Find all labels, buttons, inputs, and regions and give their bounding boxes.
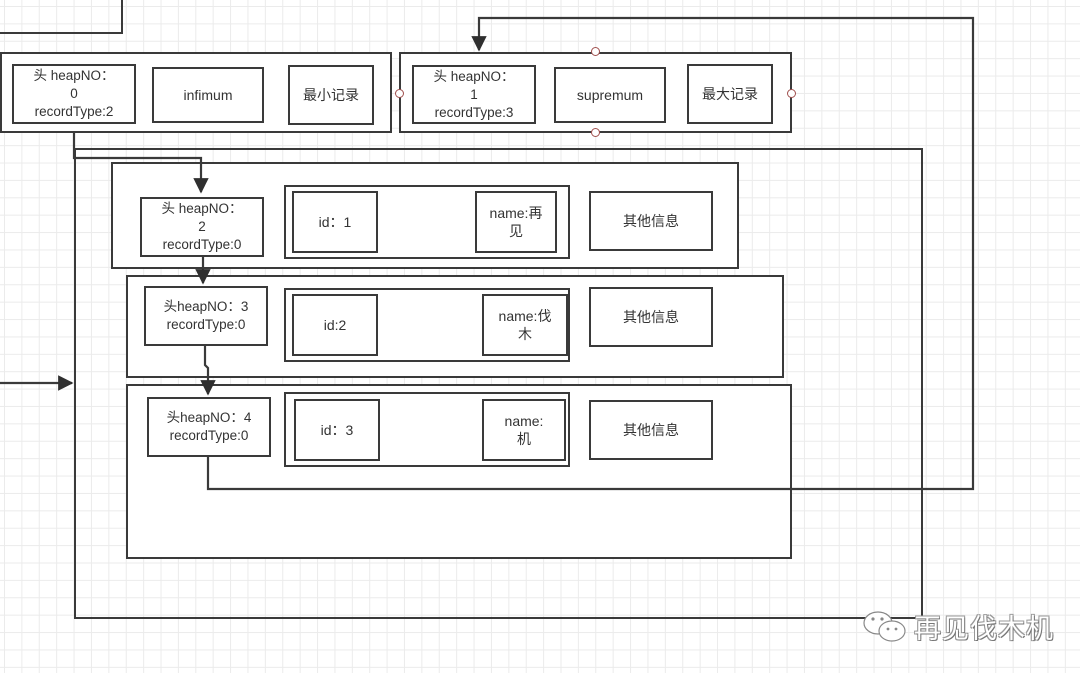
- record-3-other: 其他信息: [589, 400, 713, 460]
- supremum-desc: 最大记录: [687, 64, 773, 124]
- record-1-fields: id：1 name:再 见: [284, 185, 570, 259]
- record-2-fields: id:2 name:伐 木: [284, 288, 570, 362]
- infimum-name: infimum: [152, 67, 264, 123]
- record-3-header: 头heapNO：4 recordType:0: [147, 397, 271, 457]
- infimum-desc: 最小记录: [288, 65, 374, 125]
- resize-handle-bottom[interactable]: [591, 128, 600, 137]
- resize-handle-top[interactable]: [591, 47, 600, 56]
- record-1-other: 其他信息: [589, 191, 713, 251]
- record-3-id: id：3: [294, 399, 380, 461]
- record-2-id: id:2: [292, 294, 378, 356]
- record-3-fields: id：3 name: 机: [284, 392, 570, 467]
- supremum-name: supremum: [554, 67, 666, 123]
- supremum-header: 头 heapNO： 1 recordType:3: [412, 65, 536, 124]
- infimum-header: 头 heapNO： 0 recordType:2: [12, 64, 136, 124]
- record-2-other: 其他信息: [589, 287, 713, 347]
- user-record-3[interactable]: 头heapNO：4 recordType:0 id：3 name: 机 其他信息: [126, 384, 792, 559]
- resize-handle-right[interactable]: [787, 89, 796, 98]
- user-record-1[interactable]: 头 heapNO： 2 recordType:0 id：1 name:再 见 其…: [111, 162, 739, 269]
- record-1-name: name:再 见: [475, 191, 557, 253]
- record-2-header: 头heapNO：3 recordType:0: [144, 286, 268, 346]
- resize-handle-left[interactable]: [395, 89, 404, 98]
- record-3-name: name: 机: [482, 399, 566, 461]
- record-1-header: 头 heapNO： 2 recordType:0: [140, 197, 264, 257]
- wechat-icon: [863, 610, 906, 642]
- watermark: 再见伐木机: [862, 607, 1054, 646]
- watermark-text: 再见伐木机: [914, 614, 1054, 644]
- partial-box-top-left: [0, 0, 123, 34]
- user-record-2[interactable]: 头heapNO：3 recordType:0 id:2 name:伐 木 其他信…: [126, 275, 784, 378]
- infimum-record[interactable]: 头 heapNO： 0 recordType:2 infimum 最小记录: [0, 52, 392, 133]
- supremum-record[interactable]: 头 heapNO： 1 recordType:3 supremum 最大记录: [399, 52, 792, 133]
- record-2-name: name:伐 木: [482, 294, 568, 356]
- record-1-id: id：1: [292, 191, 378, 253]
